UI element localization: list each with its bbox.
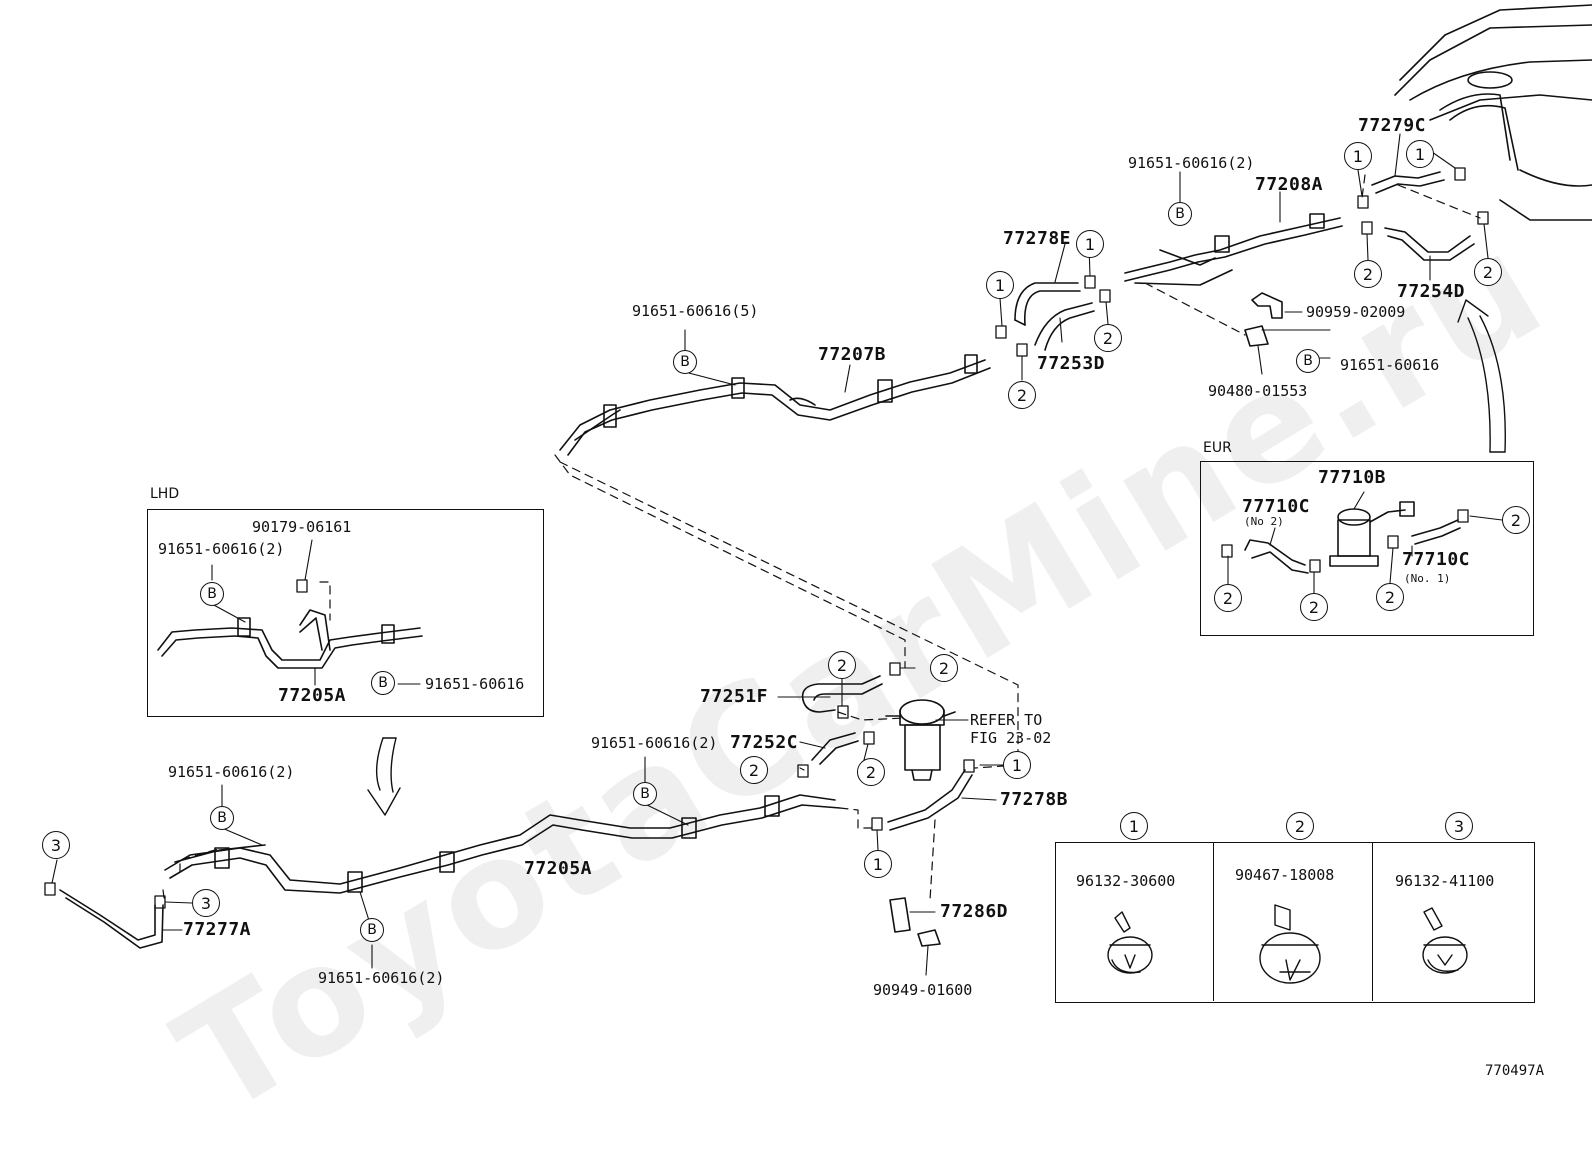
- hose-77279C: [1371, 171, 1445, 194]
- vacuum-valve-body: [885, 699, 956, 781]
- hose-77277A: [59, 889, 164, 949]
- hose-77278E: [1014, 282, 1081, 326]
- hose-77252C: [811, 732, 859, 765]
- marker-2-77251F-top: 2: [828, 651, 856, 679]
- legend-marker-3: 3: [1445, 812, 1473, 840]
- label-91651-60616-2-left: 91651-60616(2): [168, 763, 295, 781]
- refer-note-line2: FIG 23-02: [970, 729, 1052, 747]
- eur-header: EUR: [1203, 440, 1232, 456]
- marker-1-77279C-b: 1: [1406, 140, 1434, 168]
- eur-inset-box: [1200, 461, 1534, 636]
- clip-legend-box: [1055, 842, 1535, 1003]
- legend-part-1: 96132-30600: [1076, 872, 1176, 890]
- marker-b-lhd-2: B: [371, 671, 395, 695]
- marker-2-77252C-left: 2: [740, 756, 768, 784]
- label-77208A: 77208A: [1255, 174, 1324, 195]
- brackets: [889, 292, 1283, 947]
- label-77279C: 77279C: [1358, 115, 1427, 136]
- pipe-77208A: [1124, 213, 1343, 286]
- marker-3-left: 3: [42, 831, 70, 859]
- label-91651-60616-lhd: 91651-60616: [425, 675, 525, 693]
- label-91651-60616-5: 91651-60616(5): [632, 302, 759, 320]
- label-77254D: 77254D: [1397, 281, 1466, 302]
- parts-diagram-drawing: [44, 4, 1592, 984]
- marker-1-left-77278E: 1: [986, 271, 1014, 299]
- marker-1-77278E: 1: [1076, 230, 1104, 258]
- label-77710C-no1: 77710C: [1402, 549, 1471, 570]
- marker-2-eur-right: 2: [1502, 506, 1530, 534]
- lhd-inset-box: [147, 509, 544, 717]
- arrow-eur: [1457, 299, 1506, 453]
- marker-2-77253D-b: 2: [1008, 381, 1036, 409]
- clip-legend-divider-2: [1372, 842, 1373, 1001]
- label-77710C-no1-sub: (No. 1): [1404, 572, 1451, 585]
- label-77253D: 77253D: [1037, 353, 1106, 374]
- label-77278B: 77278B: [1000, 789, 1069, 810]
- leader-lines: [51, 133, 1503, 976]
- marker-1-77279C-a: 1: [1344, 142, 1372, 170]
- clip-legend-drawings: [1107, 904, 1468, 984]
- marker-b-right: B: [1296, 349, 1320, 373]
- label-77277A: 77277A: [183, 919, 252, 940]
- label-91651-60616-2-bottom: 91651-60616(2): [318, 969, 445, 987]
- label-90959-02009: 90959-02009: [1306, 303, 1406, 321]
- marker-2-77254D-b: 2: [1474, 258, 1502, 286]
- clip-legend-divider-1: [1213, 842, 1214, 1001]
- label-90480-01553: 90480-01553: [1208, 382, 1308, 400]
- label-91651-60616-right: 91651-60616: [1340, 356, 1440, 374]
- marker-b-mid: B: [633, 782, 657, 806]
- marker-2-77254D-a: 2: [1354, 260, 1382, 288]
- pipe-77205A-lhd: [157, 609, 423, 669]
- label-77278E: 77278E: [1003, 228, 1072, 249]
- hose-77254D: [1384, 227, 1475, 261]
- label-90949-01600: 90949-01600: [873, 981, 973, 999]
- label-77205A-lhd: 77205A: [278, 685, 347, 706]
- marker-1-77278B: 1: [1003, 751, 1031, 779]
- label-77251F: 77251F: [700, 686, 769, 707]
- legend-part-2: 90467-18008: [1235, 866, 1335, 884]
- marker-b-lhd-1: B: [200, 582, 224, 606]
- marker-b-top: B: [1168, 202, 1192, 226]
- legend-marker-2: 2: [1286, 812, 1314, 840]
- marker-2-eur-mid: 2: [1300, 593, 1328, 621]
- label-91651-60616-2-top: 91651-60616(2): [1128, 154, 1255, 172]
- label-77710C-no2: 77710C: [1242, 496, 1311, 517]
- arrow-lhd: [367, 737, 401, 816]
- pipe-77205A-main: [164, 794, 841, 894]
- clips: [44, 167, 1489, 909]
- eur-valve: [1244, 501, 1461, 574]
- label-91651-60616-2-mid: 91651-60616(2): [591, 734, 718, 752]
- lhd-header: LHD: [150, 486, 180, 502]
- label-77252C: 77252C: [730, 732, 799, 753]
- label-77286D: 77286D: [940, 901, 1009, 922]
- legend-part-3: 96132-41100: [1395, 872, 1495, 890]
- marker-2-77251F-right: 2: [930, 654, 958, 682]
- hose-77253D: [1034, 302, 1095, 351]
- hose-77278B: [887, 769, 973, 831]
- marker-2-eur-no1: 2: [1376, 583, 1404, 611]
- label-77710B: 77710B: [1318, 467, 1387, 488]
- label-90179-06161: 90179-06161: [252, 518, 352, 536]
- marker-b-77207B: B: [673, 350, 697, 374]
- marker-1-lower: 1: [864, 850, 892, 878]
- label-77205A-main: 77205A: [524, 858, 593, 879]
- marker-2-77253D-a: 2: [1094, 324, 1122, 352]
- fuel-tank-outline: [1394, 4, 1592, 221]
- label-91651-60616-2-lhd: 91651-60616(2): [158, 540, 285, 558]
- marker-b-bottom: B: [360, 918, 384, 942]
- marker-3-77277A: 3: [192, 889, 220, 917]
- marker-b-left: B: [210, 806, 234, 830]
- marker-2-77252C-right: 2: [857, 758, 885, 786]
- label-77207B: 77207B: [818, 344, 887, 365]
- dashed-lines: [162, 174, 1481, 906]
- label-77710C-no2-sub: (No 2): [1244, 515, 1284, 528]
- refer-note-line1: REFER TO: [970, 711, 1043, 729]
- pipe-77207B: [559, 354, 991, 456]
- marker-2-eur-left: 2: [1214, 584, 1242, 612]
- figure-id: 770497A: [1485, 1063, 1545, 1079]
- legend-marker-1: 1: [1120, 812, 1148, 840]
